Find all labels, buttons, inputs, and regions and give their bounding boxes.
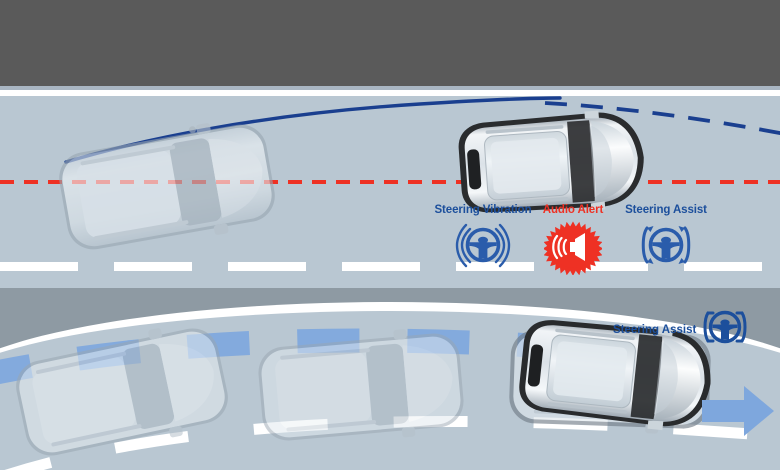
top-dark-band: [0, 0, 780, 86]
steering-wheel-assist-icon: [702, 304, 748, 355]
callout-steering-assist-lower-label: Steering Assist: [613, 323, 697, 336]
callout-steering-assist-lower[interactable]: Steering Assist: [613, 304, 748, 355]
lower-host-car: [508, 310, 724, 439]
assisted-path-dashes: [0, 328, 702, 385]
callout-steering-assist-upper[interactable]: Steering Assist: [608, 204, 724, 271]
red-lane-boundary-line: [0, 180, 780, 184]
lower-ghost-car-1: [5, 315, 240, 469]
steering-wheel-assist-icon: [608, 219, 724, 271]
upper-ghost-drifting-car: [48, 111, 287, 264]
callout-audio-alert-label: Audio Alert: [542, 204, 604, 216]
upper-dashed-lane-line: [0, 262, 780, 271]
lane-departure-warning-scene: [0, 96, 780, 288]
steering-wheel-vibration-icon: [418, 219, 548, 271]
callout-steering-assist-upper-label: Steering Assist: [625, 204, 707, 216]
lower-ghost-car-2: [251, 323, 472, 451]
speaker-alert-icon: [528, 219, 618, 275]
upper-host-car: [449, 105, 654, 223]
top-band-edge: [0, 86, 780, 90]
direction-of-travel-arrow: [702, 386, 774, 436]
upper-lane-edge-line: [0, 90, 780, 96]
intended-trajectory-path: [544, 101, 780, 136]
steering-assist-scene: Steering Assist: [0, 288, 780, 470]
callout-steering-vibration[interactable]: Steering Vibration: [418, 204, 548, 271]
callout-audio-alert[interactable]: Audio Alert: [528, 204, 618, 275]
callout-steering-vibration-label: Steering Vibration: [434, 204, 532, 216]
